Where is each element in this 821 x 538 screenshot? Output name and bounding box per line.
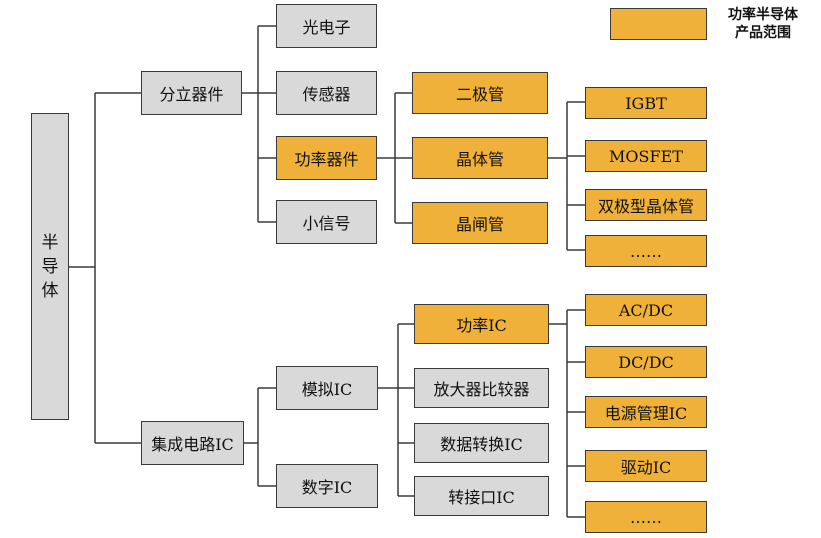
legend-swatch [610,8,707,40]
node-sensor: 传感器 [276,71,377,115]
node-dcdc: DC/DC [585,346,707,378]
node-integrated-circuit: 集成电路IC [141,421,244,465]
node-semiconductor-char-1: 半 [41,232,59,253]
connector-power-device [377,92,412,224]
node-analog-ic: 模拟IC [276,366,378,410]
node-semiconductor-char-2: 导 [41,256,59,277]
node-driver-ic: 驱动IC [585,450,707,482]
node-power-device: 功率器件 [276,136,377,180]
node-bipolar-transistor: 双极型晶体管 [585,189,707,221]
node-power-management-ic: 电源管理IC [585,396,707,428]
node-thyristor: 晶闸管 [412,202,548,244]
node-mosfet: MOSFET [585,140,707,172]
node-acdc: AC/DC [585,294,707,326]
node-small-signal: 小信号 [276,200,377,244]
node-transistor-more: …… [585,235,707,267]
legend-label: 功率半导体 产品范围 [713,6,813,42]
node-interface-ic: 转接口IC [414,476,549,516]
connector-discrete [242,25,276,223]
connector-ic [244,387,276,487]
node-semiconductor-char-3: 体 [41,280,59,301]
node-amplifier-comparator: 放大器比较器 [414,368,549,408]
connector-transistor [548,101,585,251]
connector-analog [378,323,414,497]
node-power-ic-more: …… [585,501,707,533]
node-data-converter-ic: 数据转换IC [414,423,549,463]
legend-label-line2: 产品范围 [735,25,791,41]
connector-root [69,92,141,444]
connector-power-ic [549,309,585,518]
node-optoelectronics: 光电子 [276,4,377,48]
node-digital-ic: 数字IC [276,464,378,508]
node-diode: 二极管 [412,72,548,114]
legend-label-line1: 功率半导体 [728,7,798,23]
node-igbt: IGBT [585,87,707,119]
node-power-ic: 功率IC [414,304,549,344]
node-semiconductor: 半 导 体 [31,113,69,420]
node-transistor: 晶体管 [412,137,548,179]
node-discrete-devices: 分立器件 [141,71,242,115]
